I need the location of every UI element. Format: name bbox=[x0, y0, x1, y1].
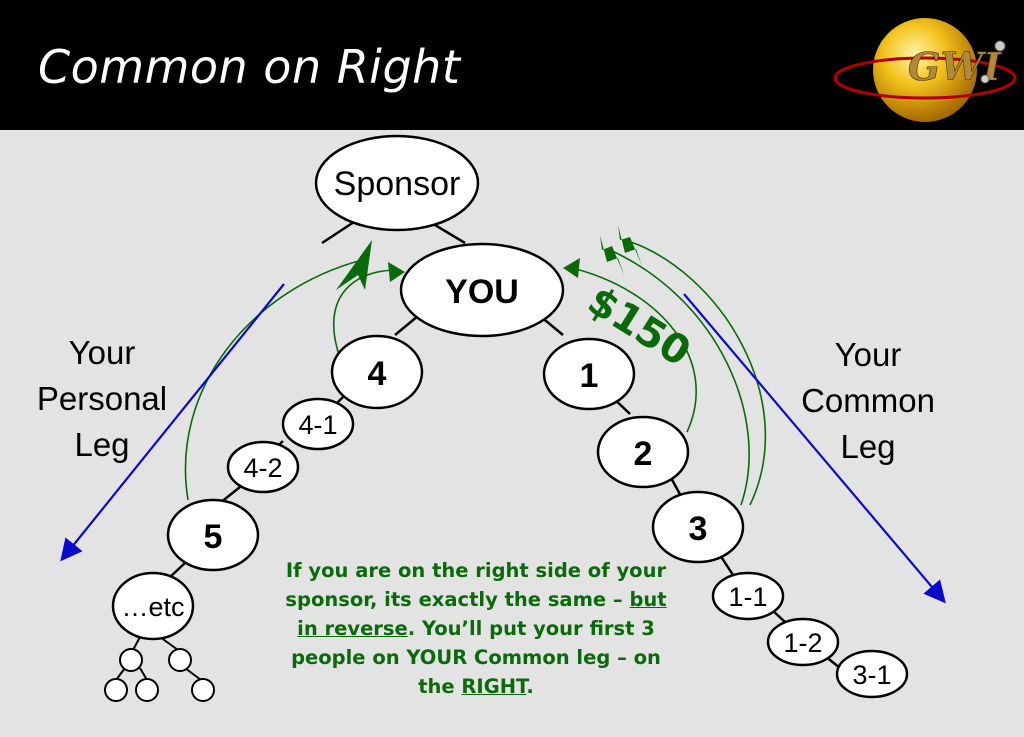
svg-text:1: 1 bbox=[580, 357, 599, 395]
svg-text:2: 2 bbox=[634, 435, 653, 473]
node-3-1: 3-1 bbox=[835, 649, 909, 699]
node-you: YOU bbox=[399, 242, 565, 338]
caption-emphasis: but in reverse bbox=[297, 588, 667, 640]
svg-text:…etc: …etc bbox=[121, 592, 184, 622]
node-sponsor: Sponsor bbox=[314, 134, 480, 232]
personal-leg-arrow bbox=[60, 283, 285, 562]
caption-part1: If you are on the right side of your spo… bbox=[285, 559, 667, 611]
caption-text: If you are on the right side of your spo… bbox=[276, 556, 676, 701]
caption-right: RIGHT bbox=[461, 675, 527, 698]
node-4: 4 bbox=[330, 334, 424, 410]
svg-text:1-1: 1-1 bbox=[728, 582, 767, 612]
svg-text:Leg: Leg bbox=[840, 428, 895, 465]
node-3: 3 bbox=[651, 490, 745, 564]
node-5: 5 bbox=[166, 498, 260, 572]
personal-leg-label: Your Personal Leg bbox=[37, 334, 167, 463]
svg-text:Common: Common bbox=[801, 382, 935, 419]
node-4-1: 4-1 bbox=[281, 397, 355, 451]
svg-text:3-1: 3-1 bbox=[852, 660, 891, 690]
node-2: 2 bbox=[596, 415, 690, 489]
svg-text:Leg: Leg bbox=[74, 426, 129, 463]
gwi-logo: GWI bbox=[833, 18, 1017, 122]
payment-arrowheads bbox=[336, 225, 642, 290]
svg-text:Your: Your bbox=[835, 336, 902, 373]
common-leg-label: Your Common Leg bbox=[801, 336, 935, 465]
svg-text:1-2: 1-2 bbox=[783, 628, 822, 658]
svg-text:5: 5 bbox=[204, 518, 223, 556]
node-1-1: 1-1 bbox=[711, 571, 785, 621]
caption-period: . bbox=[526, 675, 534, 698]
header-bar: Common on Right GWI bbox=[0, 0, 1024, 130]
org-diagram: Sponsor YOU 4 4-1 4-2 5 …etc 1 bbox=[37, 134, 946, 702]
svg-text:4-2: 4-2 bbox=[243, 453, 282, 483]
svg-text:4-1: 4-1 bbox=[298, 410, 337, 440]
svg-text:Your: Your bbox=[69, 334, 136, 371]
caption-part3: . You’ll put your first 3 people on YOUR… bbox=[291, 617, 661, 698]
svg-text:Sponsor: Sponsor bbox=[334, 165, 461, 203]
svg-text:YOU: YOU bbox=[445, 273, 519, 311]
payment-flow-arrows bbox=[184, 239, 767, 506]
node-1-2: 1-2 bbox=[766, 617, 840, 667]
svg-text:4: 4 bbox=[368, 355, 387, 393]
common-leg-arrow bbox=[683, 293, 946, 604]
node-4-2: 4-2 bbox=[226, 440, 300, 494]
node-etc: …etc bbox=[111, 571, 195, 641]
svg-text:Personal: Personal bbox=[37, 380, 167, 417]
svg-text:3: 3 bbox=[689, 510, 708, 548]
page-title: Common on Right bbox=[38, 40, 461, 94]
node-1: 1 bbox=[542, 337, 636, 411]
etc-subtree bbox=[104, 636, 215, 702]
